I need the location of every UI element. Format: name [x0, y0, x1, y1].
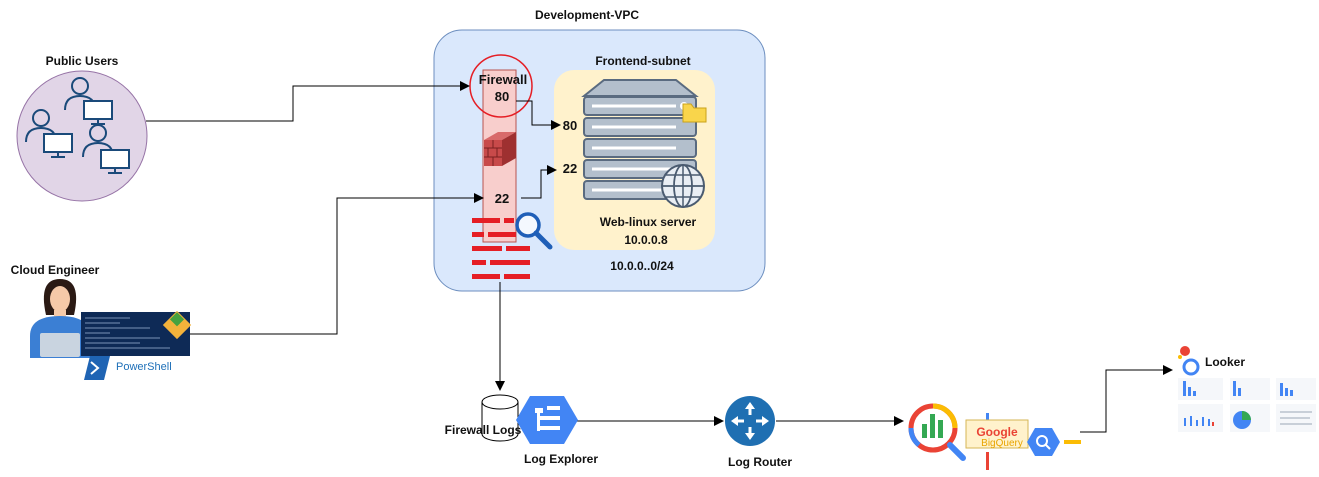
firewall-highlight-circle	[469, 54, 533, 118]
bigquery-hex-icon	[1027, 428, 1060, 456]
firewall-logs-icon	[472, 218, 530, 279]
powershell-label: PowerShell	[116, 361, 172, 373]
globe-icon	[661, 164, 705, 208]
public-users-label: Public Users	[46, 54, 119, 68]
firewall-logs-label: Firewall Logs	[445, 423, 522, 437]
looker-icon	[1178, 346, 1200, 376]
folder-icon	[682, 103, 707, 123]
connector-bigquery-to-looker	[1080, 365, 1173, 433]
magnifier-icon	[515, 212, 553, 250]
log-router-icon	[725, 396, 775, 446]
server-ip: 10.0.0.8	[624, 233, 668, 247]
vpc-cidr: 10.0.0..0/24	[610, 259, 674, 273]
looker-dashboard	[1177, 376, 1319, 434]
cloud-engineer-label: Cloud Engineer	[11, 263, 100, 277]
server-port-22: 22	[563, 161, 577, 176]
server-name: Web-linux server	[600, 215, 697, 229]
server-port-80: 80	[563, 118, 577, 133]
engineer-avatar	[30, 279, 90, 358]
analytics-magnifier-icon	[908, 403, 966, 461]
public-users-circle	[16, 70, 148, 202]
bigquery-google-text: Google	[976, 425, 1018, 439]
server-icon	[581, 79, 699, 200]
bigquery-logo: Google BigQuery	[965, 413, 1029, 470]
firewall-logs-cylinder	[481, 394, 519, 442]
users-icon	[25, 77, 130, 174]
firewall-port-22: 22	[495, 191, 509, 206]
firewall-port-80: 80	[495, 89, 509, 104]
connector-users-to-firewall	[146, 81, 470, 122]
firewall-title: Firewall	[479, 72, 527, 87]
connector-engineer-to-firewall	[190, 193, 484, 335]
bigquery-name-text: BigQuery	[981, 438, 1023, 449]
log-router-label: Log Router	[728, 455, 792, 469]
looker-label: Looker	[1205, 355, 1245, 369]
vpc-title: Development-VPC	[535, 8, 639, 22]
log-explorer-icon	[516, 396, 578, 444]
brick-wall-icon	[484, 132, 516, 166]
connector-fw22-to-server22	[521, 165, 557, 199]
subnet-title: Frontend-subnet	[595, 54, 690, 68]
connector-fw80-to-server80	[516, 100, 561, 130]
powershell-icon	[84, 356, 110, 380]
bigquery-connector-dash	[1064, 440, 1081, 444]
log-explorer-label: Log Explorer	[524, 452, 598, 466]
powershell-console	[81, 310, 192, 356]
